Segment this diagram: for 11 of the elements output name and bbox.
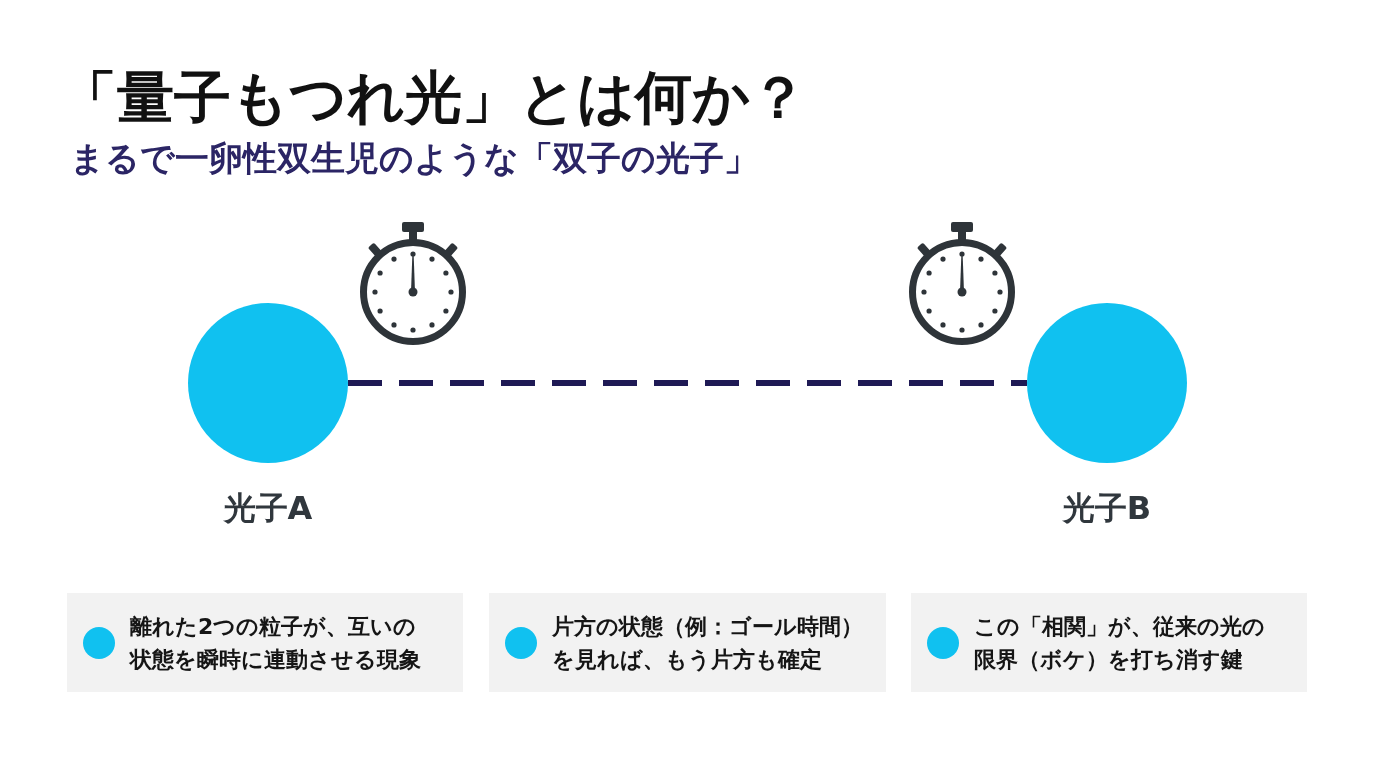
title: 「量子もつれ光」とは何か？: [60, 65, 807, 131]
subtitle: まるで一卵性双生児のような「双子の光子」: [70, 137, 758, 180]
photon-label: 光子B: [1062, 488, 1152, 528]
info-card: [911, 593, 1307, 692]
card-text: 片方の状態（例：ゴール時間）を見れば、もう片方も確定: [552, 612, 864, 674]
dashed-connector: [348, 380, 1027, 386]
info-card: [67, 593, 463, 692]
card-text: 離れた2つの粒子が、互いの状態を瞬時に連動させる現象: [130, 612, 422, 674]
info-card: [489, 593, 886, 692]
card-text: この「相関」が、従来の光の限界（ボケ）を打ち消す鍵: [974, 612, 1266, 674]
photon-label: 光子A: [223, 488, 313, 528]
